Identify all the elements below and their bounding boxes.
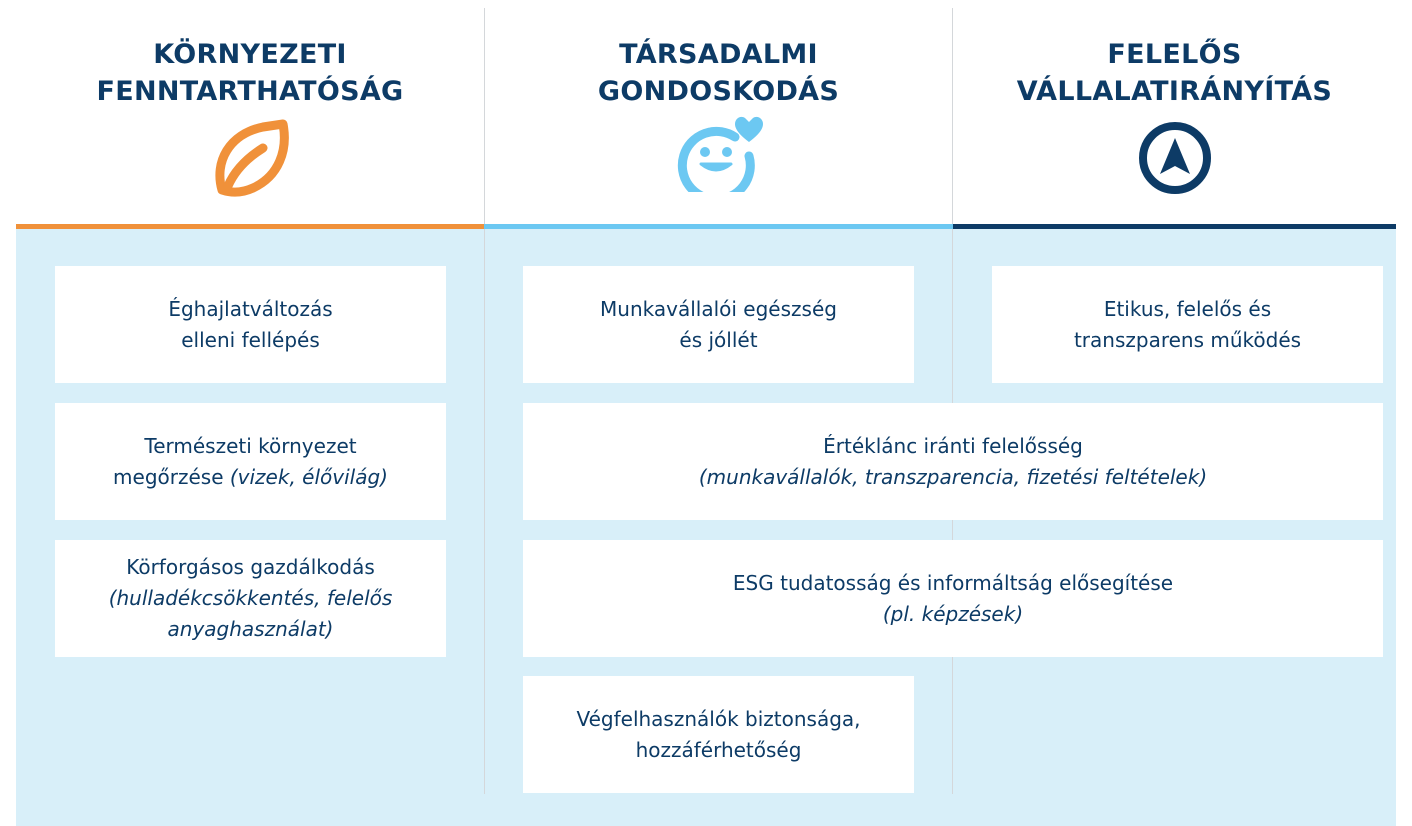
column-header-environment: KÖRNYEZETI FENNTARTHATÓSÁG [16,0,484,224]
compass-icon [1135,118,1215,202]
box-employee-wellbeing: Munkavállalói egészség és jóllét [523,266,914,383]
accent-bar-environment [16,224,484,229]
leaf-icon [205,118,295,202]
box-climate-action: Éghajlatváltozás elleni fellépés [55,266,446,383]
column-title: TÁRSADALMI GONDOSKODÁS [597,39,840,107]
box-circular-economy: Körforgásos gazdálkodás (hulladékcsökken… [55,540,446,657]
accent-bar-social [484,224,953,229]
column-divider [484,229,485,794]
column-header-social: TÁRSADALMI GONDOSKODÁS [485,0,952,224]
box-value-chain: Értéklánc iránti felelősség (munkavállal… [523,403,1383,520]
column-title: KÖRNYEZETI FENNTARTHATÓSÁG [96,39,404,107]
box-ethical-operation: Etikus, felelős és transzparens működés [992,266,1383,383]
column-title: FELELŐS VÁLLALATIRÁNYÍTÁS [1016,39,1333,107]
accent-bar-governance [953,224,1396,229]
box-end-user-safety: Végfelhasználók biztonsága, hozzáférhető… [523,676,914,793]
smiley-heart-icon [669,112,769,204]
column-header-governance: FELELŐS VÁLLALATIRÁNYÍTÁS [953,0,1396,224]
box-esg-awareness: ESG tudatosság és informáltság elősegíté… [523,540,1383,657]
box-nature-preservation: Természeti környezet megőrzése (vizek, é… [55,403,446,520]
